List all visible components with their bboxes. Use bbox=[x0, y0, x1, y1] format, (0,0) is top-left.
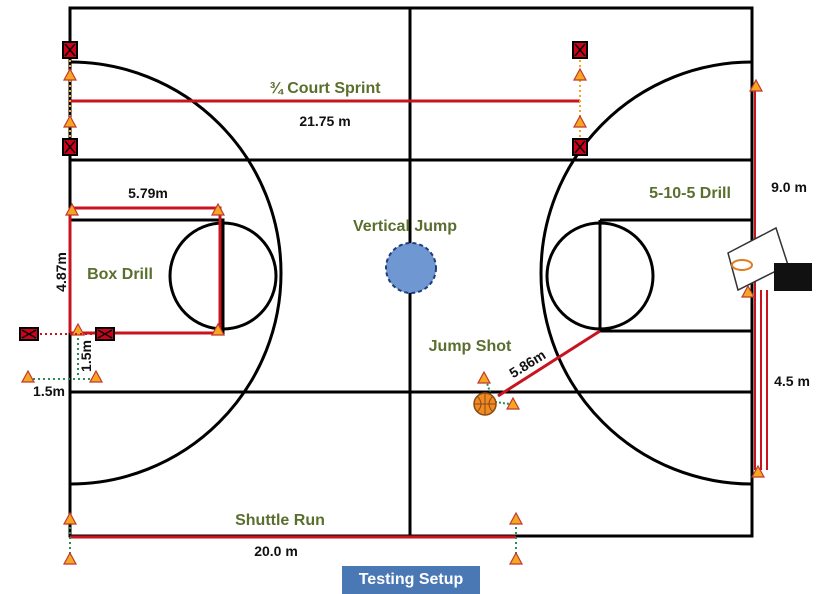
sprint-cone bbox=[63, 115, 77, 128]
sprint-marker-right-bottom bbox=[572, 138, 588, 156]
shuttle-run-distance: 20.0 m bbox=[254, 543, 298, 559]
sprint-marker-right-top bbox=[572, 41, 588, 59]
offset-markers: 1.5m 1.5m bbox=[21, 338, 103, 399]
box-width-label: 5.79m bbox=[128, 185, 168, 201]
testing-setup-badge: Testing Setup bbox=[342, 566, 480, 594]
left-free-throw-circle bbox=[168, 221, 278, 331]
offset-vertical-label: 1.5m bbox=[78, 340, 94, 372]
jump-shot-label: Jump Shot bbox=[429, 338, 512, 355]
shuttle-cone bbox=[63, 512, 77, 525]
vertical-jump-circle bbox=[385, 242, 437, 294]
sprint-marker-left-top bbox=[62, 41, 78, 59]
box-marker-left bbox=[19, 327, 39, 341]
drill-cone bbox=[751, 465, 765, 478]
shuttle-run-drill: Shuttle Run 20.0 m bbox=[63, 512, 523, 565]
court-sprint-label: ¾ Court Sprint bbox=[269, 80, 381, 97]
drill-45m-label: 4.5 m bbox=[774, 373, 810, 389]
drill-5105-label: 5-10-5 Drill bbox=[649, 185, 731, 202]
basketball-icon bbox=[473, 392, 497, 416]
vertical-jump-station: Vertical Jump bbox=[353, 218, 457, 294]
offset-horizontal-label: 1.5m bbox=[33, 383, 65, 399]
right-free-throw-circle bbox=[545, 221, 655, 331]
shuttle-cone bbox=[509, 552, 523, 565]
offset-cone bbox=[21, 370, 35, 383]
sprint-cone bbox=[573, 68, 587, 81]
shuttle-run-label: Shuttle Run bbox=[235, 512, 325, 529]
jump-shot-cone bbox=[477, 371, 491, 384]
box-drill-label: Box Drill bbox=[87, 266, 153, 283]
drill-9m-label: 9.0 m bbox=[771, 179, 807, 195]
shuttle-cone bbox=[509, 512, 523, 525]
sprint-cone bbox=[63, 68, 77, 81]
box-drill: Box Drill 5.79m 4.87m bbox=[19, 185, 225, 341]
court-sprint-drill: ¾ Court Sprint 21.75 m bbox=[62, 41, 588, 156]
shuttle-cone bbox=[63, 552, 77, 565]
jump-shot-station: Jump Shot 5.86m bbox=[429, 329, 601, 416]
basketball-hoop-icon bbox=[727, 226, 812, 292]
left-three-point-arc bbox=[69, 60, 283, 486]
box-cone bbox=[71, 323, 85, 336]
right-three-point-arc bbox=[539, 60, 753, 486]
sprint-marker-left-bottom bbox=[62, 138, 78, 156]
box-marker-right bbox=[95, 327, 115, 341]
sprint-cone bbox=[573, 115, 587, 128]
vertical-jump-label: Vertical Jump bbox=[353, 218, 457, 235]
court-sprint-distance: 21.75 m bbox=[299, 113, 350, 129]
box-height-label: 4.87m bbox=[53, 252, 69, 292]
drill-5105: 5-10-5 Drill 9.0 m 4.5 m bbox=[649, 79, 812, 478]
